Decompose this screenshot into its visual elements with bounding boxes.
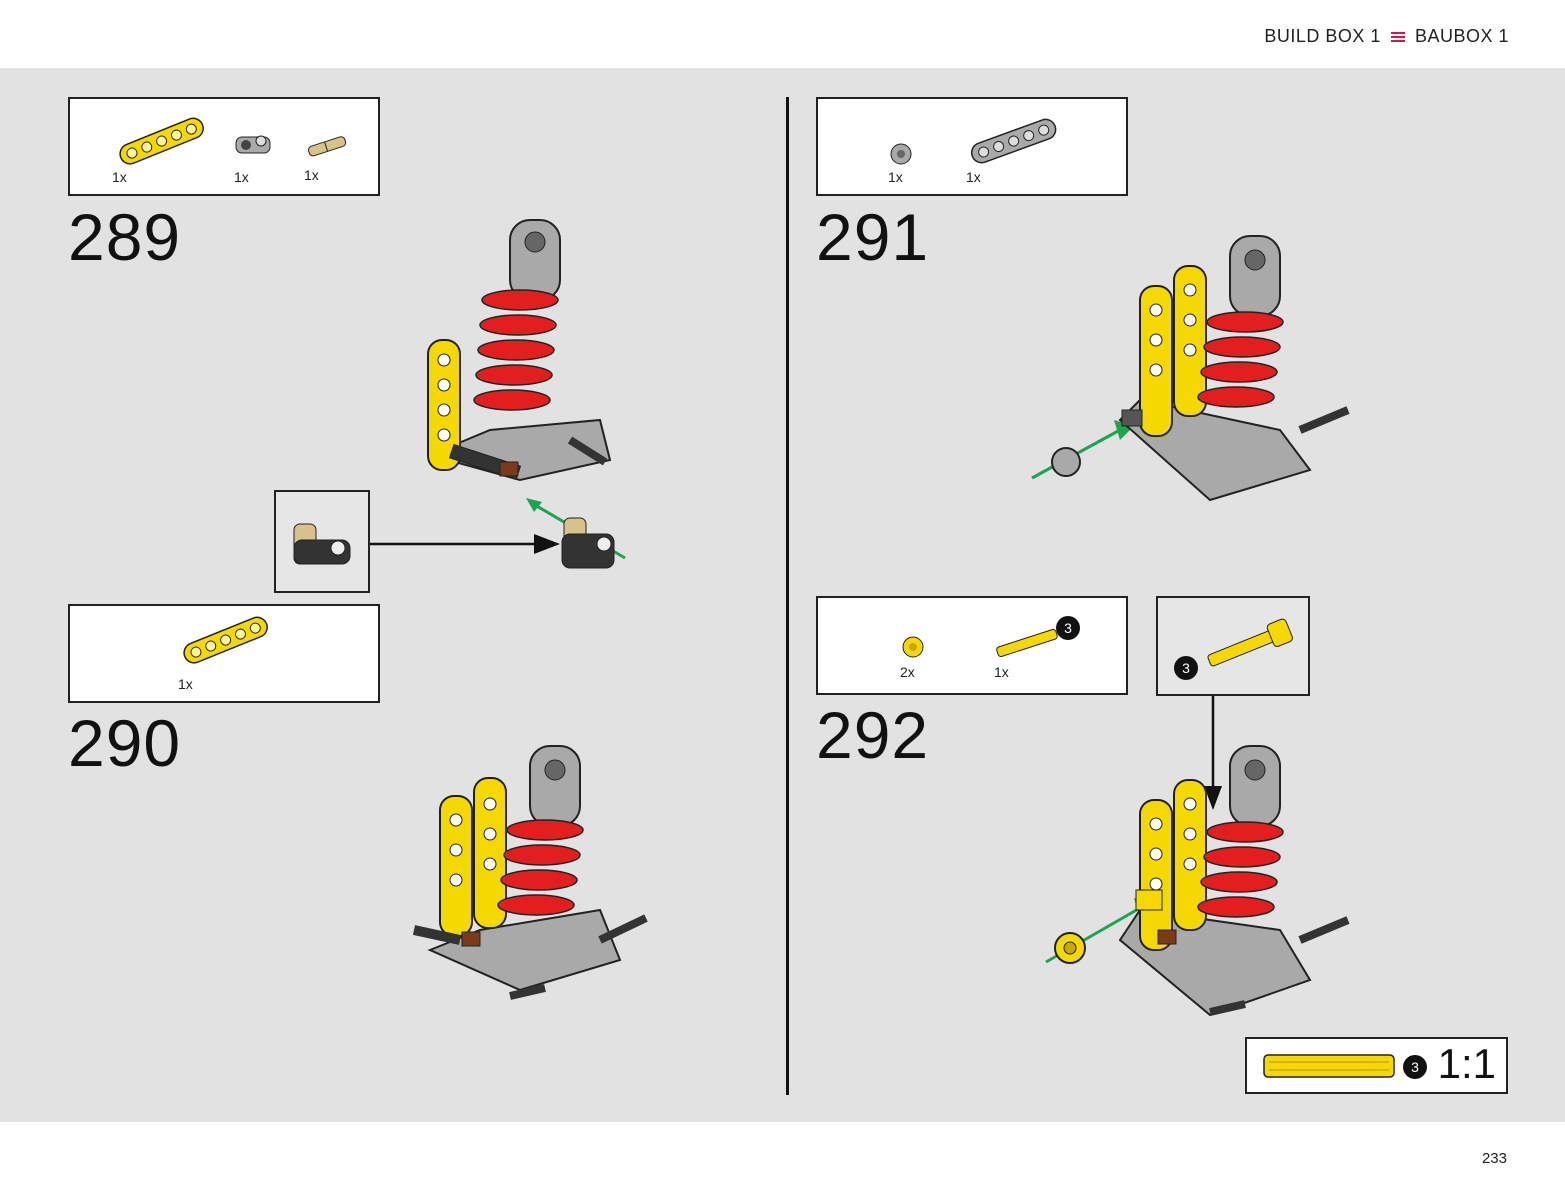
parts-box-290: 1x	[68, 604, 380, 703]
connector-callout	[274, 490, 370, 593]
parts-box-289: 1x 1x 1x	[68, 97, 380, 196]
shock-absorber-assembly-289-illustration	[426, 219, 612, 482]
parts-box-291: 1x 1x	[816, 97, 1128, 196]
callout-arrow	[370, 534, 560, 554]
yellow-axle-scale-icon	[1263, 1054, 1395, 1078]
part-qty: 1x	[234, 169, 249, 185]
gray-connector-icon	[235, 135, 271, 154]
column-divider	[786, 97, 789, 1095]
connector-placement-illustration	[526, 498, 626, 569]
step-number: 289	[68, 200, 182, 274]
tan-pin-connector-icon	[293, 523, 351, 565]
baubox-label: BAUBOX 1	[1414, 26, 1509, 46]
part-qty: 1x	[888, 169, 903, 185]
yellow-beam-icon	[119, 117, 204, 165]
yellow-axle-with-stop-icon	[1207, 618, 1293, 667]
part-qty: 1x	[178, 676, 193, 692]
gray-bush-icon	[890, 143, 912, 165]
parts-box-292: 3 2x 1x	[816, 596, 1128, 695]
scale-reference-box: 3 1:1	[1245, 1037, 1508, 1094]
breadcrumb: BUILD BOX 1 BAUBOX 1	[1264, 26, 1509, 47]
yellow-axle-icon	[996, 628, 1058, 658]
axle-callout: 3	[1156, 596, 1310, 696]
callout-arrow	[1204, 696, 1222, 810]
shock-absorber-assembly-290-illustration	[412, 745, 648, 1000]
quantity-badge: 3	[1403, 1055, 1427, 1079]
step-number: 291	[816, 200, 930, 274]
page-number: 233	[1481, 1150, 1507, 1167]
part-qty: 1x	[966, 169, 981, 185]
quantity-badge: 3	[1056, 616, 1080, 640]
gray-beam-icon	[970, 118, 1057, 164]
part-qty: 1x	[994, 664, 1009, 680]
step-number: 290	[68, 706, 182, 780]
yellow-bush-icon	[902, 636, 924, 658]
yellow-beam-icon	[183, 616, 268, 664]
shock-absorber-assembly-292-illustration	[1045, 745, 1350, 1017]
scale-ratio: 1:1	[1437, 1040, 1496, 1087]
instruction-area	[0, 68, 1565, 1122]
part-qty: 1x	[112, 169, 127, 185]
tan-pin-icon	[307, 136, 347, 157]
menu-icon	[1390, 31, 1405, 43]
part-qty: 1x	[304, 167, 319, 183]
part-qty: 2x	[900, 664, 915, 680]
shock-absorber-assembly-291-illustration	[1031, 235, 1350, 502]
quantity-badge: 3	[1174, 656, 1198, 680]
build-box-label: BUILD BOX 1	[1264, 26, 1381, 46]
step-number: 292	[816, 698, 930, 772]
page-header: BUILD BOX 1 BAUBOX 1	[0, 0, 1565, 68]
